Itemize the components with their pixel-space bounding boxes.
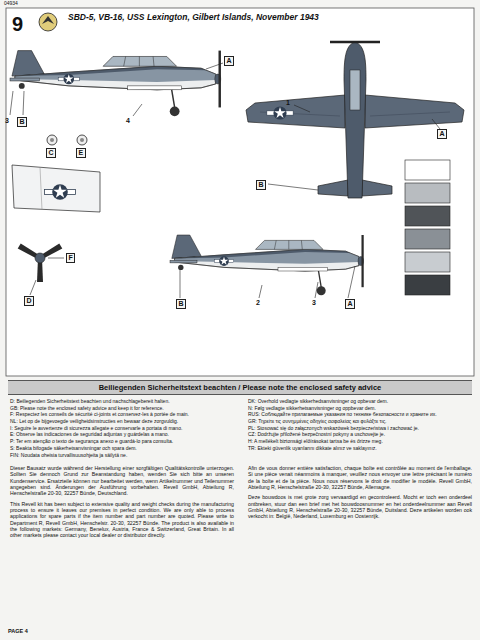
plan-view-part	[246, 95, 345, 128]
color-swatches-part	[405, 275, 450, 295]
callout-number: 1	[286, 99, 290, 107]
safety-line: GB: Please note the enclosed safety advi…	[10, 405, 234, 411]
safety-band: Beiliegenden Sicherheitstext beachten / …	[8, 380, 472, 395]
squadron-badge	[39, 13, 57, 31]
safety-line: D: Beiliegenden Sicherheitstext beachten…	[10, 398, 234, 404]
callout-letter: A	[437, 129, 447, 139]
leader-lines-part	[259, 285, 262, 298]
plate-code: 04934	[4, 0, 18, 6]
safety-line: P: Ter em atenção o texto de segurança a…	[10, 438, 234, 444]
leader-lines-part	[180, 270, 181, 298]
color-swatches-part	[405, 252, 450, 272]
callout-letter: E	[76, 148, 86, 158]
color-swatches-part	[405, 206, 450, 226]
wing-underside	[12, 165, 100, 212]
leader-lines-part	[30, 280, 36, 295]
safety-line: E: Observe las indicaciones de seguridad…	[10, 431, 234, 437]
safety-line: PL: Stosować się do załączonych wskazówe…	[248, 425, 472, 431]
plan-view-part	[350, 70, 360, 110]
page-number: PAGE 4	[8, 628, 28, 635]
leader-lines-part	[206, 63, 223, 69]
service-paragraph: This Revell kit has been subject to exte…	[10, 501, 234, 539]
color-swatches-part	[405, 183, 450, 203]
drawing-panel	[6, 8, 474, 376]
side-profile	[10, 51, 221, 117]
wing-underside-part	[40, 167, 42, 210]
wheel-decals-part	[50, 138, 54, 142]
plan-view-part	[330, 41, 380, 44]
plan-view-part	[365, 95, 464, 128]
color-swatches-part	[405, 229, 450, 249]
wheel-decals-part	[77, 135, 87, 145]
leader-lines-part	[268, 184, 318, 190]
wheel-decals-part	[47, 135, 57, 145]
callout-number: 3	[312, 299, 316, 307]
propeller	[18, 243, 63, 282]
plan-view-part	[267, 106, 293, 119]
safety-line: RUS: Соблюдайте прилагаемые указания по …	[248, 411, 472, 417]
wheel-decals-part	[80, 138, 84, 142]
side-profile-part	[10, 51, 221, 117]
callout-letter: A	[224, 56, 234, 66]
plate-number: 9	[12, 12, 23, 36]
callout-number: 4	[126, 117, 130, 125]
safety-line: S: Beakta bifogade säkerhetsanvisningar …	[10, 445, 234, 451]
safety-line: H: A mellékelt biztonsági előírásokat ta…	[248, 438, 472, 444]
color-swatches	[405, 160, 450, 295]
leader-lines-part	[315, 282, 318, 298]
service-paragraph: Dieser Bausatz wurde während der Herstel…	[10, 465, 234, 497]
callout-letter: D	[24, 296, 34, 306]
plate-title: SBD-5, VB-16, USS Lexington, Gilbert Isl…	[68, 12, 319, 22]
safety-line: GR: Τηρείτε τις συνημμένες οδηγίες ασφαλ…	[248, 418, 472, 424]
safety-line: FIN: Noudata oheisia turvallisuusohjeita…	[10, 452, 234, 458]
leader-lines-part	[294, 105, 310, 112]
propeller-part	[18, 243, 63, 282]
safety-line: F: Respectez les conseils de sécurité ci…	[10, 411, 234, 417]
callout-letter: F	[66, 253, 75, 263]
wing-underside-part	[44, 184, 75, 200]
callout-letter: B	[17, 117, 27, 127]
color-swatches-part	[405, 160, 450, 180]
leader-lines-part	[23, 91, 24, 115]
side-profile-lower-part	[170, 235, 364, 295]
callout-number: 2	[256, 299, 260, 307]
callout-number: 3	[5, 117, 9, 125]
band-heading: Beiliegenden Sicherheitstext beachten / …	[12, 383, 468, 392]
leader-lines-part	[48, 258, 64, 259]
leader-lines	[10, 63, 440, 298]
side-profile-lower	[170, 235, 364, 295]
leader-lines-part	[432, 119, 440, 129]
propeller-part-part	[35, 253, 45, 263]
callout-letter: C	[46, 148, 56, 158]
callout-letter: B	[256, 180, 266, 190]
leader-lines-part	[133, 104, 142, 116]
plan-view-part	[318, 180, 348, 196]
safety-line: TR: Ekteki güvenlik uyarılarını dikkate …	[248, 445, 472, 451]
leader-lines-part	[10, 91, 13, 115]
service-paragraph: Deze bouwdoos is met grote zorg vervaard…	[248, 494, 472, 519]
safety-line: NL: Let op de bijgevoegde veiligheidsins…	[10, 418, 234, 424]
safety-line: I: Seguire le avvertenze di sicurezza al…	[10, 425, 234, 431]
plan-view-part	[362, 180, 392, 196]
safety-line: N: Følg vedlagte sikkerhetsanvisninger o…	[248, 405, 472, 411]
plan-view	[246, 42, 464, 198]
safety-line: DK: Overhold vedlagte sikkerhedsanvisnin…	[248, 398, 472, 404]
leader-lines-part	[348, 266, 355, 298]
wing-underside-part	[12, 165, 100, 212]
squadron-badge-part	[42, 16, 54, 24]
callout-letter: A	[345, 299, 355, 309]
safety-line: CZ: Dodržujte přiložené bezpečnostní pok…	[248, 431, 472, 437]
squadron-badge-part	[39, 13, 57, 31]
service-paragraph: Afin de vous donner entière satisfaction…	[248, 465, 472, 490]
wheel-decals	[47, 135, 87, 145]
callout-letter: B	[176, 299, 186, 309]
plan-view-part	[344, 42, 366, 198]
